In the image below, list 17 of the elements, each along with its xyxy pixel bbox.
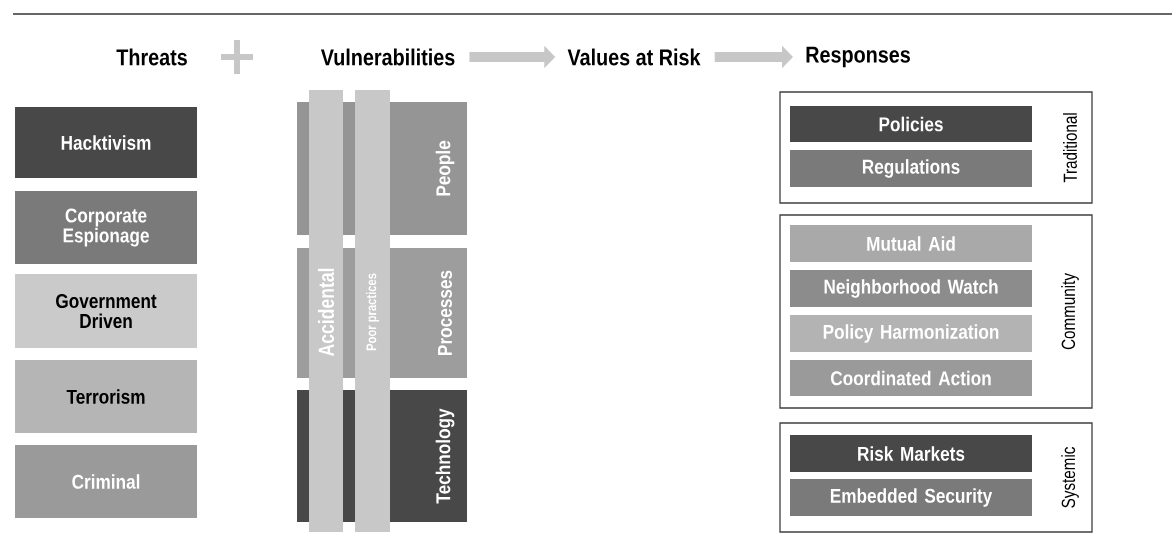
response-box: Risk Markets bbox=[790, 435, 1032, 472]
response-box: Embedded Security bbox=[790, 479, 1032, 516]
column-heading: Responses bbox=[806, 46, 910, 68]
response-box: Coordinated Action bbox=[790, 360, 1032, 396]
column-heading: Values at Risk bbox=[567, 48, 701, 66]
threat-box: Government Driven bbox=[15, 274, 197, 348]
response-box: Policies bbox=[790, 106, 1032, 142]
threat-box: Criminal bbox=[15, 445, 197, 518]
column-heading: Vulnerabilities bbox=[320, 48, 455, 66]
response-box: Mutual Aid bbox=[790, 225, 1032, 262]
threat-box: Terrorism bbox=[15, 360, 197, 433]
threat-box: Hacktivism bbox=[15, 107, 197, 178]
response-box: Neighborhood Watch bbox=[790, 270, 1032, 307]
column-heading: Threats bbox=[116, 48, 187, 66]
response-box: Regulations bbox=[790, 150, 1032, 187]
threat-box: Corporate Espionage bbox=[15, 191, 197, 264]
response-box: Policy Harmonization bbox=[790, 315, 1032, 352]
